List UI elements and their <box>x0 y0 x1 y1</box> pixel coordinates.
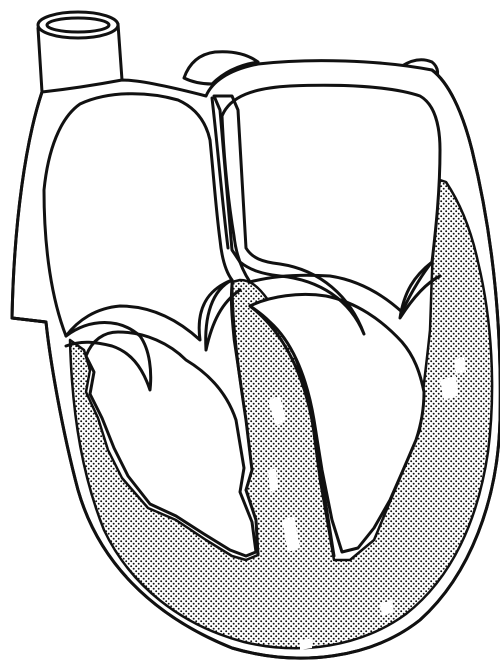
right-atrium <box>44 94 232 340</box>
aorta-opening <box>38 12 118 38</box>
aorta <box>38 12 122 93</box>
